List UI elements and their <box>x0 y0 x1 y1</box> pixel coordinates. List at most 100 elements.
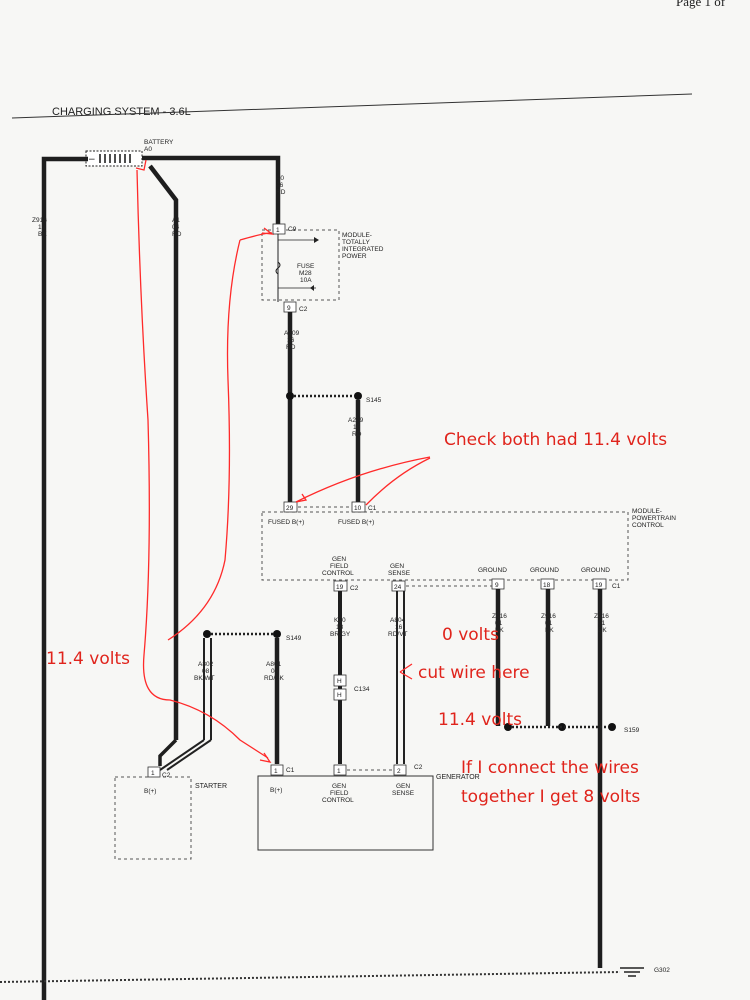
wire-a802-label-3: BK/WT <box>194 675 215 682</box>
gen-pin-2: 2 <box>397 768 401 775</box>
starter-pin: 1 <box>151 770 155 777</box>
starter-b-plus: B(+) <box>144 788 156 795</box>
wire-z916-g1-label-2: 01 <box>495 620 503 627</box>
tipm-name-4: POWER <box>342 253 367 260</box>
gen-sense-1: GEN <box>396 783 410 790</box>
wire-a209-label-2: 16 <box>287 337 295 344</box>
ground-g302-label: G302 <box>654 967 670 974</box>
wire-a209-label-3: RD <box>286 344 296 351</box>
pcm-gen-sense-1: GEN <box>390 563 404 570</box>
wire-a0-label-2: 06 <box>276 182 284 189</box>
annotation-arrowhead-battery <box>135 159 147 171</box>
starter: 1 C2 B(+) STARTER <box>114 766 227 860</box>
pcm-ground-2: GROUND <box>530 567 559 574</box>
annotation-check-arrow-1 <box>295 456 431 503</box>
wire-z916-g1-label-3: BK <box>495 627 504 634</box>
pcm-fused-b-1: FUSED B(+) <box>268 519 304 526</box>
wire-a801-label-2: 04 <box>271 668 279 675</box>
annotation-cut-arrow <box>399 663 413 680</box>
pcm-pin-10: 10 <box>354 505 362 512</box>
pcm-name-1: MODULE- <box>632 508 662 515</box>
gen-pin-1: 1 <box>274 768 278 775</box>
battery-name: BATTERY <box>144 139 174 146</box>
tipm-conn-bottom: C2 <box>299 306 308 313</box>
gen-b-plus: B(+) <box>270 787 282 794</box>
wire-a804 <box>396 591 405 764</box>
red-markup <box>135 159 431 763</box>
wire-a802 <box>159 638 212 771</box>
wire-z916-left-label-3: BK <box>38 231 47 238</box>
wire-a802-label-1: A802 <box>198 661 214 668</box>
tipm-pin-bottom: 9 <box>287 305 291 312</box>
fuse-label-2: M28 <box>299 270 312 277</box>
wire-z916-battery-ground <box>41 156 88 1000</box>
splice-s145-right <box>354 392 362 400</box>
tipm-name-2: TOTALLY <box>342 239 370 246</box>
c134-h-1: H <box>337 678 342 685</box>
pcm-ground-1: GROUND <box>478 567 507 574</box>
gen-pin-1b: 1 <box>337 768 341 775</box>
wire-a0-label-1: A0 <box>276 175 284 182</box>
wire-a804-label-2: 16 <box>395 624 403 631</box>
tipm-name-1: MODULE- <box>342 232 372 239</box>
pcm-pin-24: 24 <box>394 584 402 591</box>
battery: BATTERY A0 − <box>85 139 174 167</box>
splice-s145-label: S145 <box>366 397 382 404</box>
pcm-conn-c1b: C1 <box>612 583 621 590</box>
wire-z916-left-label-2: 19 <box>38 224 46 231</box>
wire-z916-g2-label-3: BK <box>545 627 554 634</box>
powertrain-control-module: 29 10 C1 FUSED B(+) FUSED B(+) MODULE- P… <box>261 501 676 592</box>
wire-z916-g2-label-1: Z916 <box>541 613 556 620</box>
wire-a801-label-3: RD/BK <box>264 675 285 682</box>
generator: 1 C1 B(+) 1 2 C2 GEN FIELD CONTROL GEN S… <box>257 764 480 851</box>
gen-conn-c2: C2 <box>414 764 423 771</box>
gen-conn-c1: C1 <box>286 767 295 774</box>
wire-z916-g3-label-1: Z916 <box>594 613 609 620</box>
starter-name: STARTER <box>195 783 227 790</box>
annotation-check-both: Check both had 11.4 volts <box>444 430 667 450</box>
wire-k20-label-1: K20 <box>334 617 346 624</box>
pcm-conn-c2: C2 <box>350 585 359 592</box>
splice-s159-1 <box>504 723 512 731</box>
splice-s159-3 <box>608 723 616 731</box>
ground-g302: G302 <box>620 967 670 977</box>
pcm-fused-b-2: FUSED B(+) <box>338 519 374 526</box>
annotation-check-arrow-2 <box>365 457 431 506</box>
annotation-arrowhead-gen <box>259 752 272 763</box>
splice-s145-left <box>286 392 294 400</box>
pcm-name-3: CONTROL <box>632 522 664 529</box>
tip-module: 1 C9 MODULE- TOTALLY INTEGRATED POWER FU… <box>261 223 384 313</box>
annotation-path-tipm <box>167 239 241 641</box>
fuse-label-1: FUSE <box>297 263 315 270</box>
title-rule <box>11 93 693 119</box>
battery-code: A0 <box>144 146 152 153</box>
tipm-pin-top: 1 <box>276 227 280 234</box>
tipm-conn-top: C9 <box>288 226 297 233</box>
connector-c134-label: C134 <box>354 686 370 693</box>
annotation-path-left <box>136 169 269 759</box>
ground-bus <box>0 971 621 983</box>
wire-a802-label-2: 08 <box>202 668 210 675</box>
wire-a209-label-1: A209 <box>284 330 300 337</box>
pcm-pin-19b: 19 <box>595 582 603 589</box>
pcm-conn-c1-top: C1 <box>368 505 377 512</box>
annotation-volts-mid: 11.4 volts <box>438 710 522 730</box>
splice-s149-left <box>203 630 211 638</box>
gen-field-2: FIELD <box>330 790 349 797</box>
annotation-zero-volts: 0 volts <box>442 625 499 645</box>
wire-a1 <box>148 164 179 740</box>
wire-a1-label-2: 04 <box>172 224 180 231</box>
wire-a1-label-3: RD <box>172 231 182 238</box>
splice-s159-label: S159 <box>624 727 640 734</box>
c134-h-2: H <box>337 692 342 699</box>
gen-sense-2: SENSE <box>392 790 415 797</box>
wire-a209b-label-3: RD <box>352 431 362 438</box>
wire-a0 <box>142 155 281 228</box>
splice-s149-label: S149 <box>286 635 302 642</box>
annotation-connect-2: together I get 8 volts <box>461 787 640 807</box>
wire-a804-label-3: RD/VT <box>388 631 408 638</box>
wire-k20-label-2: 18 <box>336 624 344 631</box>
gen-field-3: CONTROL <box>322 797 354 804</box>
annotation-cut-wire: cut wire here <box>418 663 530 683</box>
wire-a209b-label-1: A209 <box>348 417 364 424</box>
